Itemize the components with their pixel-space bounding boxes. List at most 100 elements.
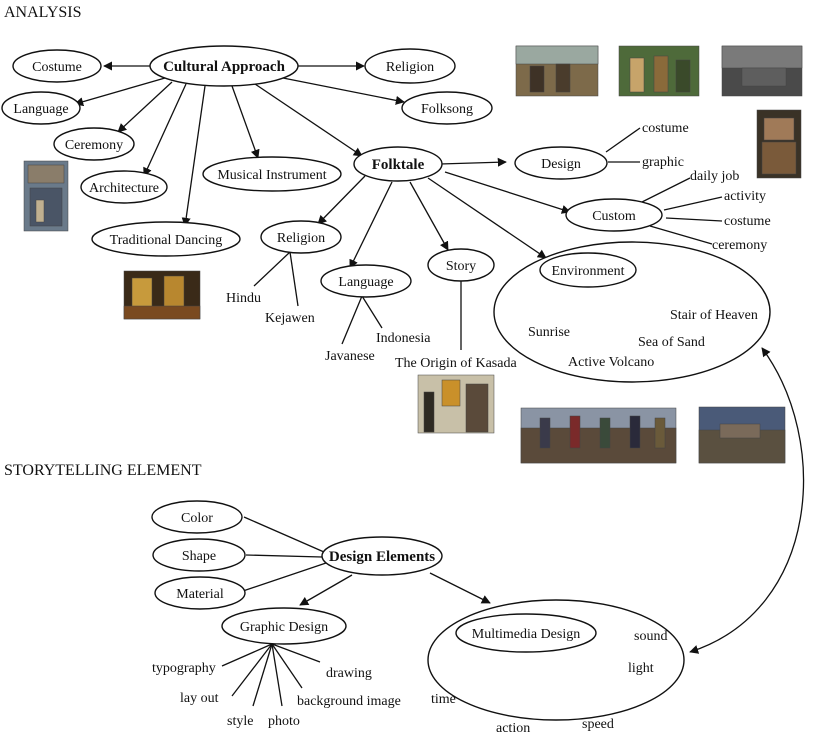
musical-instrument-label: Musical Instrument — [217, 168, 326, 183]
node-religion: Religion — [364, 48, 456, 84]
traditional-dancing-label: Traditional Dancing — [110, 233, 223, 248]
edge-folktale-custom — [444, 171, 571, 214]
leaf-kejawen: Kejawen — [265, 311, 315, 326]
edge-cultural-ceremony — [117, 81, 173, 133]
edge-shape-design — [245, 554, 323, 558]
leaf-hindu: Hindu — [226, 291, 261, 306]
leaf-design-graphic: graphic — [642, 155, 684, 170]
photo-bromo — [698, 406, 786, 464]
leaf-origin-of-kasada: The Origin of Kasada — [395, 356, 517, 371]
story-label: Story — [446, 259, 476, 274]
edge-design-costume — [605, 127, 641, 153]
edge-cultural-dancing — [181, 85, 206, 227]
custom-label: Custom — [592, 209, 636, 224]
node-design-elements: Design Elements — [321, 536, 443, 576]
edge-gd-photo — [271, 643, 283, 707]
edge-folktale-design — [439, 157, 507, 167]
edge-gd-background — [271, 643, 303, 689]
leaf-photo: photo — [268, 714, 300, 729]
node-story: Story — [427, 248, 495, 282]
leaf-style: style — [227, 714, 253, 729]
leaf-typography: typography — [152, 661, 216, 676]
leaf-sound: sound — [634, 629, 667, 644]
node-graphic-design: Graphic Design — [221, 607, 347, 645]
edge-cultural-folksong — [282, 77, 405, 105]
edge-cultural-instrument — [231, 85, 260, 159]
photo-elder — [756, 109, 802, 179]
color-label: Color — [181, 511, 213, 526]
leaf-lay-out: lay out — [180, 691, 219, 706]
cultural-approach-label: Cultural Approach — [163, 59, 285, 75]
node-shape: Shape — [152, 538, 246, 572]
storytelling-heading: STORYTELLING ELEMENT — [4, 462, 202, 479]
edge-cultural-folktale — [254, 83, 363, 157]
leaf-custom-daily-job: daily job — [690, 169, 739, 184]
photo-villagers-1 — [515, 45, 599, 97]
node-color: Color — [151, 500, 243, 534]
edge-gd-style — [252, 643, 273, 707]
religion-label: Religion — [386, 60, 434, 75]
leaf-custom-ceremony: ceremony — [712, 238, 767, 253]
edge-design-multimedia — [429, 572, 491, 604]
node-multimedia-group: Multimedia Design — [427, 599, 685, 721]
leaf-speed: speed — [582, 717, 614, 732]
photo-mountain-smoke — [721, 45, 803, 97]
edge-folktale-religion — [317, 175, 366, 225]
edge-folktale-language — [349, 181, 393, 269]
leaf-action: action — [496, 721, 530, 736]
node-costume: Costume — [12, 49, 102, 83]
edge-color-design — [243, 516, 325, 553]
shape-label: Shape — [182, 549, 216, 564]
edge-cultural-language — [74, 77, 166, 107]
architecture-label: Architecture — [89, 181, 159, 196]
costume-label: Costume — [32, 60, 82, 75]
node-folksong: Folksong — [401, 91, 493, 125]
node-traditional-dancing: Traditional Dancing — [91, 221, 241, 257]
leaf-sea-of-sand: Sea of Sand — [638, 335, 705, 350]
leaf-design-costume: costume — [642, 121, 689, 136]
design-elements-label: Design Elements — [329, 549, 435, 565]
node-architecture: Architecture — [80, 170, 168, 204]
leaf-custom-costume: costume — [724, 214, 771, 229]
photo-dancers — [123, 270, 201, 320]
node-ceremony: Ceremony — [53, 127, 135, 161]
folktale-religion-label: Religion — [277, 231, 325, 246]
language-label: Language — [13, 102, 68, 117]
edge-gd-layout — [231, 643, 273, 697]
node-custom: Custom — [565, 198, 663, 232]
leaf-custom-activity: activity — [724, 189, 766, 204]
leaf-time: time — [431, 692, 456, 707]
leaf-active-volcano: Active Volcano — [568, 355, 654, 370]
edge-custom-costume — [665, 217, 723, 222]
edge-cultural-architecture — [143, 83, 187, 177]
leaf-indonesia: Indonesia — [376, 331, 431, 346]
edge-language-indonesia — [361, 295, 383, 329]
analysis-heading: ANALYSIS — [4, 4, 82, 21]
leaf-javanese: Javanese — [325, 349, 375, 364]
multimedia-design-label: Multimedia Design — [472, 627, 581, 642]
folktale-language-label: Language — [338, 275, 393, 290]
edge-gd-drawing — [271, 643, 321, 663]
photo-crowd — [520, 407, 677, 464]
edge-folktale-story — [409, 181, 449, 251]
photo-villagers-2 — [618, 45, 700, 97]
node-material: Material — [154, 576, 246, 610]
node-cultural-approach: Cultural Approach — [149, 45, 299, 87]
edge-design-graphic-design — [299, 574, 353, 606]
design-label: Design — [541, 157, 581, 172]
edge-custom-activity — [663, 196, 723, 211]
edge-folktale-environment — [427, 177, 547, 259]
edges — [74, 61, 805, 713]
leaf-drawing: drawing — [326, 666, 372, 681]
edge-religion-hindu — [253, 251, 291, 287]
edge-custom-ceremony — [649, 225, 713, 245]
leaf-stair-of-heaven: Stair of Heaven — [670, 308, 758, 323]
edge-material-design — [239, 562, 327, 593]
folktale-label: Folktale — [372, 157, 425, 173]
photo-offerings — [417, 374, 495, 434]
node-folktale: Folktale — [353, 146, 443, 182]
edge-gd-typography — [221, 643, 273, 667]
node-environment-group: Environment — [493, 241, 771, 383]
edge-religion-kejawen — [289, 251, 299, 307]
edge-custom-dailyjob — [639, 177, 691, 204]
